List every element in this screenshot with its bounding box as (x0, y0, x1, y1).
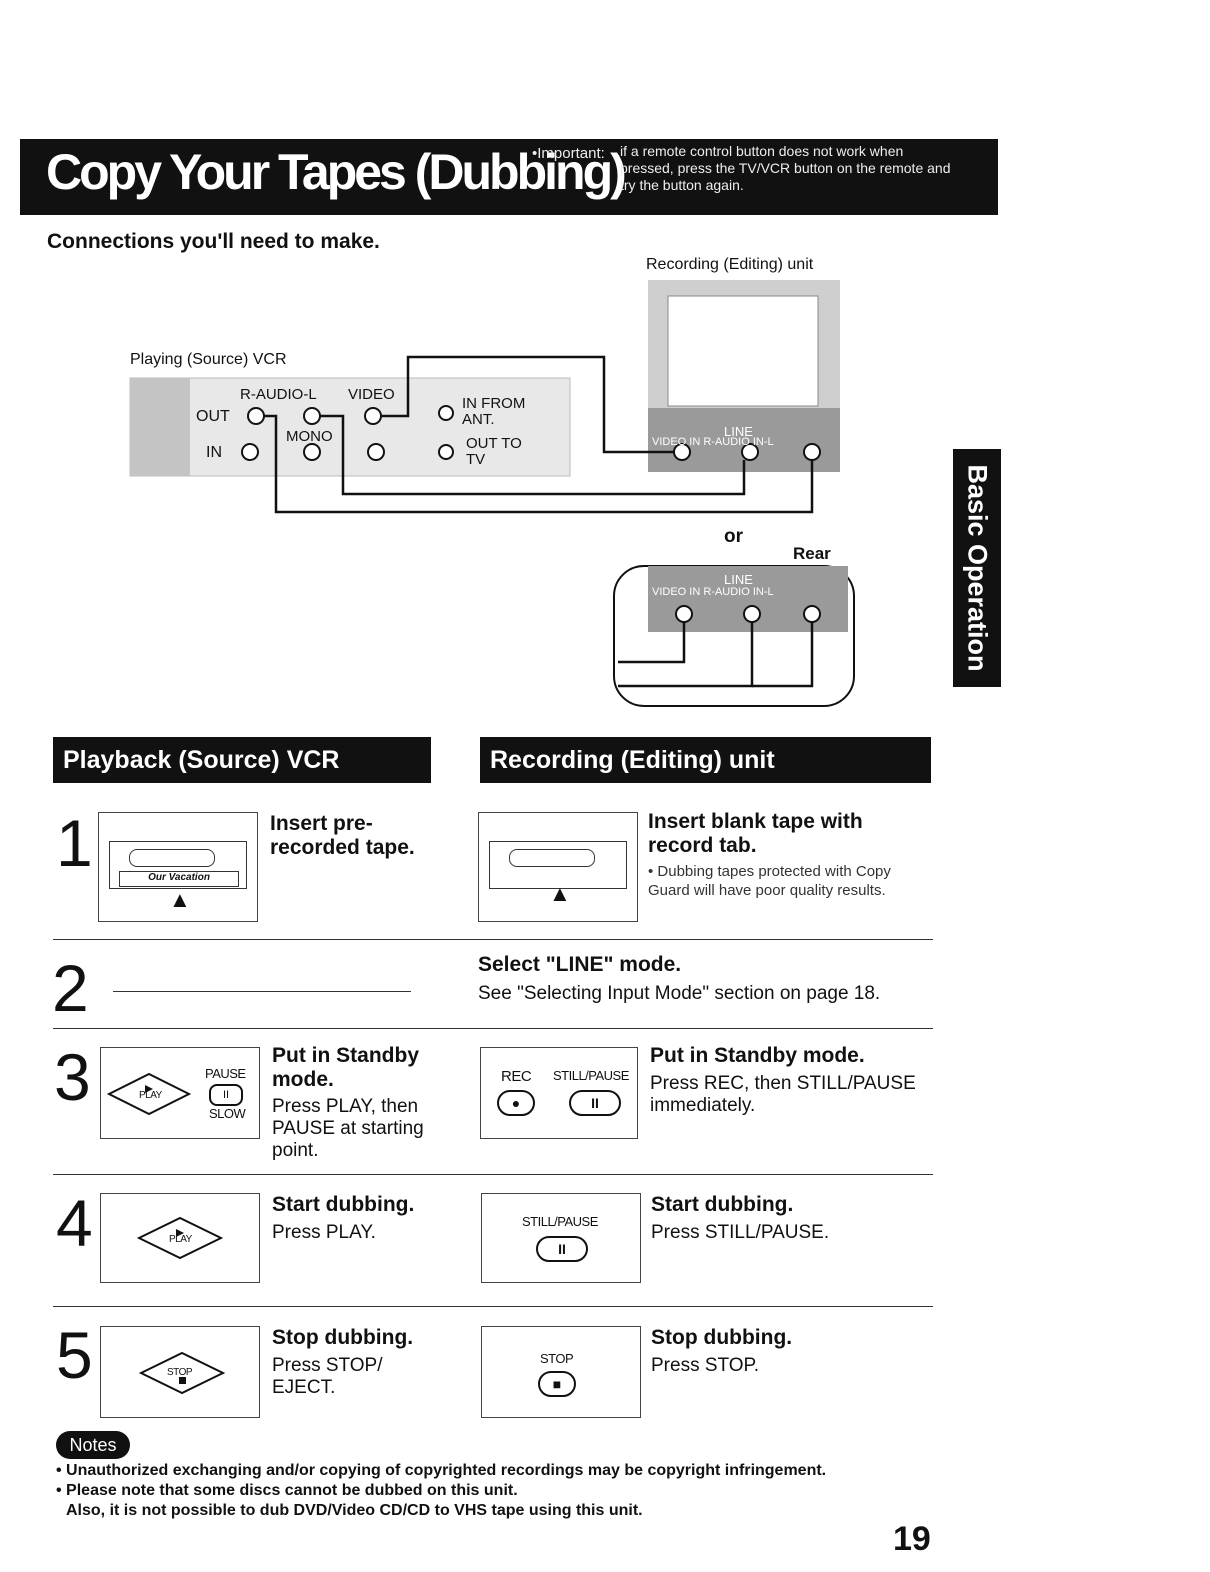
step-number: 2 (52, 951, 89, 1025)
play-button-icon (137, 1216, 223, 1260)
in-audio-l-jack (303, 443, 321, 461)
out-video-jack (364, 407, 382, 425)
out-to-tv-label: OUT TO TV (466, 435, 522, 468)
tape-label: Our Vacation (119, 871, 239, 887)
step1-right-note: • Dubbing tapes protected with Copy Guar… (648, 863, 891, 899)
divider (53, 1028, 933, 1029)
step3-right-desc: Press REC, then STILL/PAUSE immediately. (650, 1073, 916, 1116)
source-tape-insert-illustration: Our Vacation ▲ (98, 812, 258, 922)
important-text: if a remote control button does not work… (620, 143, 951, 193)
out-label: OUT (196, 408, 230, 425)
divider (53, 939, 933, 940)
stop-remote-illustration: STOP (100, 1326, 260, 1418)
in-from-ant-label: IN FROM ANT. (462, 395, 526, 428)
stop-button-icon: ■ (538, 1371, 576, 1397)
step1-left-title: Insert pre-recorded tape. (270, 812, 415, 859)
step2-right-title: Select "LINE" mode. (478, 953, 682, 976)
stop-label: STOP (167, 1367, 193, 1378)
rec-still-remote-illustration: REC STILL/PAUSE ● II (480, 1047, 638, 1139)
step2-right-desc: See "Selecting Input Mode" section on pa… (478, 983, 881, 1004)
source-vcr-shade (130, 378, 190, 476)
important-label: •Important: (532, 145, 605, 162)
step4-left-title: Start dubbing. (272, 1193, 415, 1216)
divider (53, 1174, 933, 1175)
play-pause-remote-illustration: PLAY PAUSE II SLOW (100, 1047, 260, 1139)
right-column-header: Recording (Editing) unit (480, 737, 931, 783)
divider (53, 1306, 933, 1307)
out-audio-r-jack (247, 407, 265, 425)
step4-right-desc: Press STILL/PAUSE. (651, 1222, 830, 1243)
step1-right-title: Insert blank tape with record tab. (648, 810, 863, 857)
note-line: • Unauthorized exchanging and/or copying… (56, 1462, 827, 1479)
page-header: Copy Your Tapes (Dubbing) •Important: if… (20, 139, 998, 215)
step5-right-title: Stop dubbing. (651, 1326, 793, 1349)
raudio-label: R-AUDIO-L (240, 386, 317, 403)
connections-heading: Connections you'll need to make. (47, 230, 380, 253)
out-to-tv-jack (438, 444, 454, 460)
play-button-icon (107, 1072, 191, 1116)
rec-button-icon: ● (497, 1090, 535, 1116)
step2-left-blank-line (113, 991, 411, 992)
slow-label: SLOW (209, 1106, 246, 1121)
step-number: 1 (56, 806, 93, 880)
step-number: 4 (56, 1186, 93, 1260)
stop-button-icon (139, 1351, 225, 1395)
step3-left-title: Put in Standby mode. (272, 1044, 419, 1091)
jacks-label: VIDEO IN R-AUDIO IN-L (652, 436, 774, 448)
page-title: Copy Your Tapes (Dubbing) (46, 144, 627, 200)
sidebar-tab: Basic Operation (953, 449, 1001, 687)
out-audio-l-jack (303, 407, 321, 425)
rear-cables (618, 622, 814, 688)
stop-button-illustration: STOP ■ (481, 1326, 641, 1418)
still-pause-button-icon: II (569, 1090, 621, 1116)
step-number: 5 (56, 1318, 93, 1392)
step4-left-desc: Press PLAY. (272, 1222, 376, 1243)
video-label: VIDEO (348, 386, 395, 403)
rear-line-label: LINE (724, 572, 753, 587)
in-label: IN (206, 444, 222, 461)
rear-audio-l-jack (803, 605, 821, 623)
rec-label: REC (501, 1068, 532, 1085)
mono-label: MONO (286, 428, 333, 445)
play-label: PLAY (169, 1234, 192, 1245)
still-pause-label: STILL/PAUSE (553, 1068, 629, 1083)
step5-right-desc: Press STOP. (651, 1355, 760, 1376)
rec-audio-l-jack (803, 443, 821, 461)
playing-vcr-label: Playing (Source) VCR (130, 351, 287, 368)
pause-label: PAUSE (205, 1066, 246, 1081)
recording-unit-screen (667, 295, 819, 407)
still-pause-remote-illustration: STILL/PAUSE II (481, 1193, 641, 1283)
up-arrow-icon: ▲ (549, 881, 571, 906)
stop-label: STOP (540, 1351, 574, 1366)
play-label: PLAY (139, 1090, 162, 1101)
play-remote-illustration: PLAY (100, 1193, 260, 1283)
up-arrow-icon: ▲ (169, 887, 191, 912)
blank-tape-insert-illustration: ▲ (478, 812, 638, 922)
step3-left-desc: Press PLAY, then PAUSE at starting point… (272, 1096, 424, 1161)
in-from-ant-jack (438, 405, 454, 421)
pause-button-icon: II (209, 1084, 243, 1106)
in-video-jack (367, 443, 385, 461)
still-pause-label: STILL/PAUSE (522, 1214, 598, 1229)
line-label: LINE (724, 424, 753, 439)
page-number: 19 (893, 1520, 931, 1558)
rear-audio-r-jack (743, 605, 761, 623)
notes-badge: Notes (56, 1431, 130, 1459)
note-line: • Please note that some discs cannot be … (56, 1482, 518, 1499)
step-number: 3 (54, 1040, 91, 1114)
step4-right-title: Start dubbing. (651, 1193, 794, 1216)
or-label: or (724, 526, 743, 547)
rear-jacks-label: VIDEO IN R-AUDIO IN-L (652, 586, 774, 598)
recording-unit-label: Recording (Editing) unit (646, 256, 814, 273)
note-line: Also, it is not possible to dub DVD/Vide… (66, 1502, 643, 1519)
rear-video-jack (675, 605, 693, 623)
step3-right-title: Put in Standby mode. (650, 1044, 865, 1067)
still-pause-button-icon: II (536, 1236, 588, 1262)
left-column-header: Playback (Source) VCR (53, 737, 431, 783)
step5-left-desc: Press STOP/ EJECT. (272, 1355, 383, 1398)
step5-left-title: Stop dubbing. (272, 1326, 414, 1349)
in-audio-r-jack (241, 443, 259, 461)
rear-label: Rear (793, 544, 831, 563)
sidebar-tab-label: Basic Operation (962, 464, 993, 672)
